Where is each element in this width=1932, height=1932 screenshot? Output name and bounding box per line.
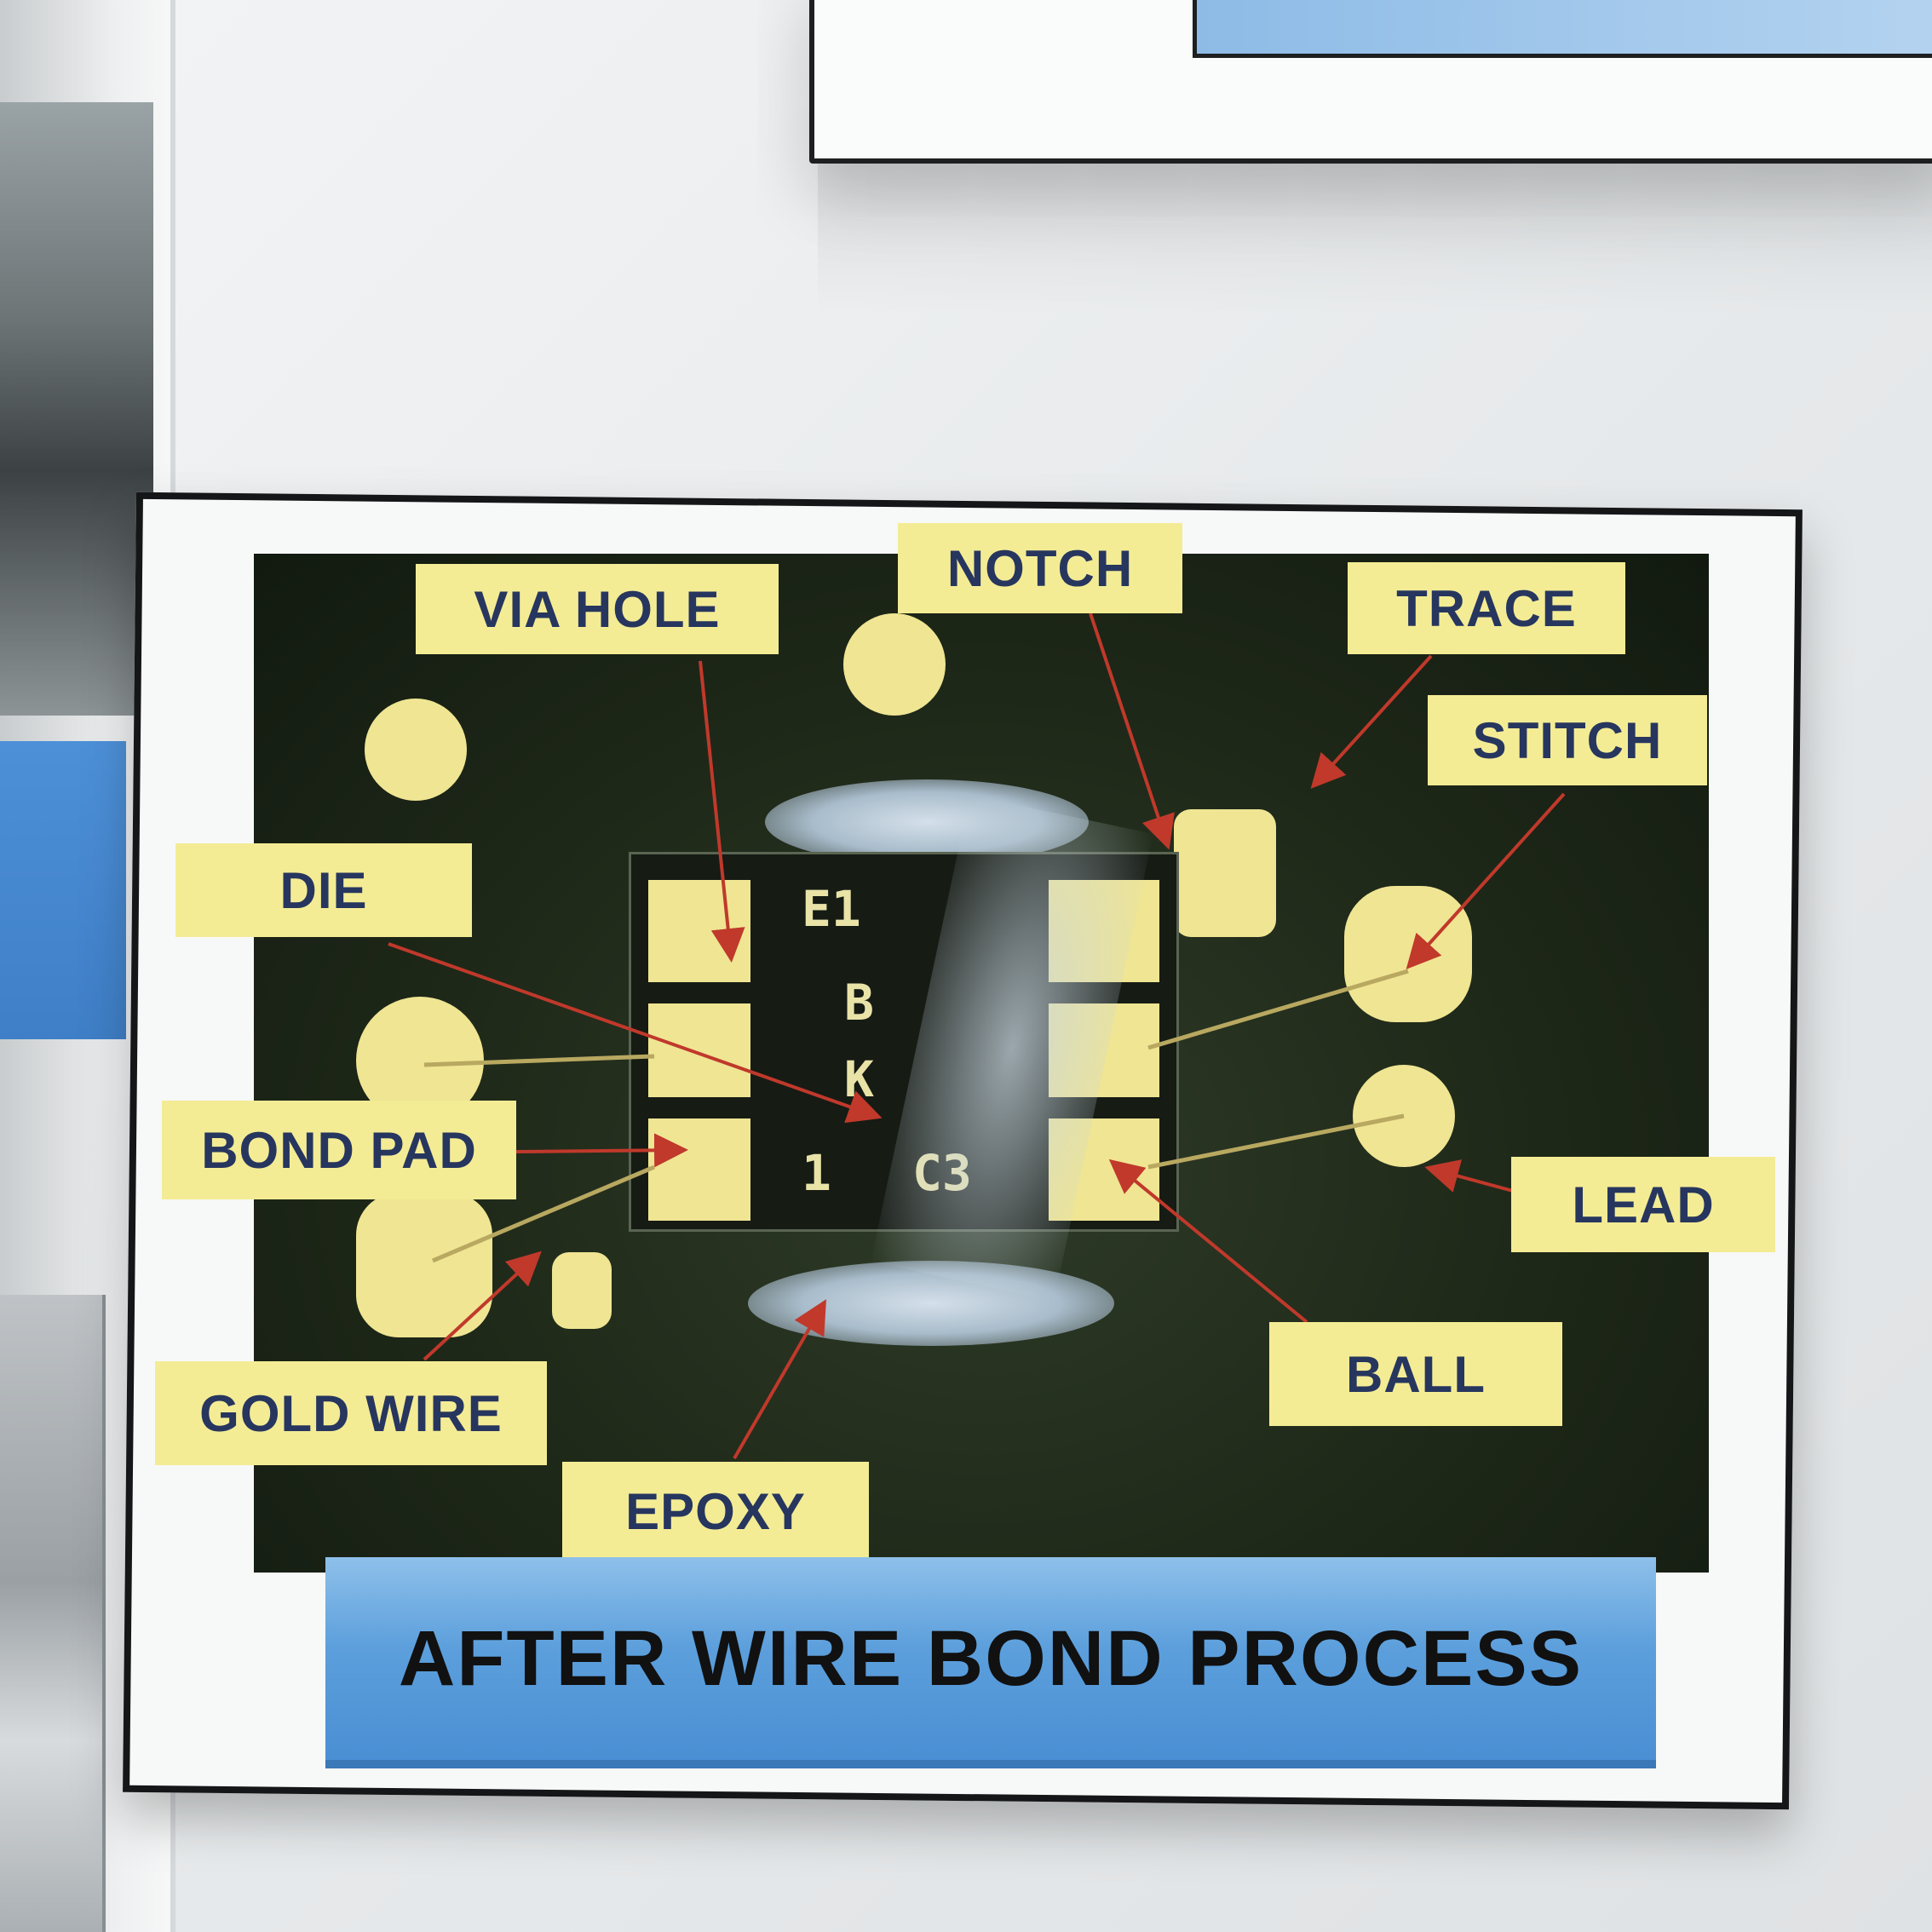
adjacent-blue-caption (0, 741, 126, 1039)
label-epoxy: EPOXY (562, 1462, 869, 1561)
lead-left-lower (356, 1193, 492, 1337)
sign-caption: AFTER WIRE BOND PROCESS (325, 1557, 1656, 1768)
label-die: DIE (175, 843, 472, 937)
trace-pad (552, 1252, 612, 1329)
label-bond-pad: BOND PAD (162, 1101, 516, 1199)
label-gold-wire: GOLD WIRE (155, 1361, 547, 1465)
gold-wires (423, 969, 1409, 1263)
adjacent-card-top-caption (1193, 0, 1932, 58)
die-marking: E1 (802, 880, 861, 938)
label-trace: TRACE (1348, 562, 1625, 654)
label-notch: NOTCH (898, 523, 1182, 613)
label-stitch: STITCH (1428, 695, 1707, 785)
label-via-hole: VIA HOLE (416, 564, 779, 654)
adjacent-photo-left (0, 102, 153, 716)
bond-pad (648, 1003, 750, 1097)
label-lead: LEAD (1511, 1157, 1775, 1252)
adjacent-panel-gray (0, 1295, 106, 1932)
label-ball: BALL (1269, 1322, 1562, 1426)
die-marking: 1 (802, 1144, 831, 1202)
die-marking: B (844, 974, 874, 1032)
card-shadow (818, 162, 1932, 315)
via-hole-top (843, 613, 946, 716)
via-hole-left (365, 699, 467, 801)
notch-pad (1174, 809, 1276, 937)
